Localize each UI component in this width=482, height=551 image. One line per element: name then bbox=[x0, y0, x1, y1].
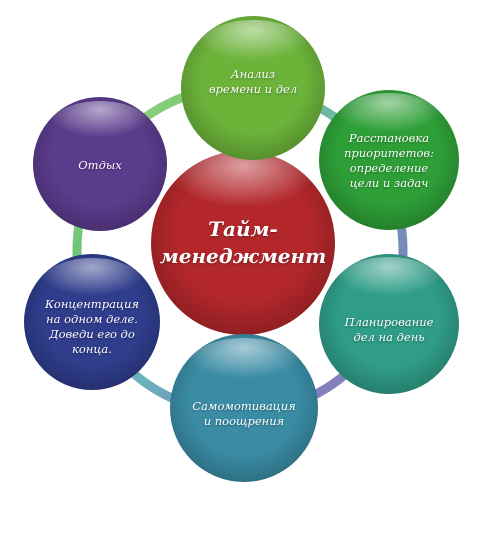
center-node bbox=[151, 151, 335, 335]
node-planning bbox=[319, 254, 459, 394]
node-priorities bbox=[319, 90, 459, 230]
node-rest bbox=[33, 97, 167, 231]
node-concentration bbox=[24, 254, 160, 390]
node-motivation bbox=[170, 334, 318, 482]
node-analysis bbox=[181, 16, 325, 160]
